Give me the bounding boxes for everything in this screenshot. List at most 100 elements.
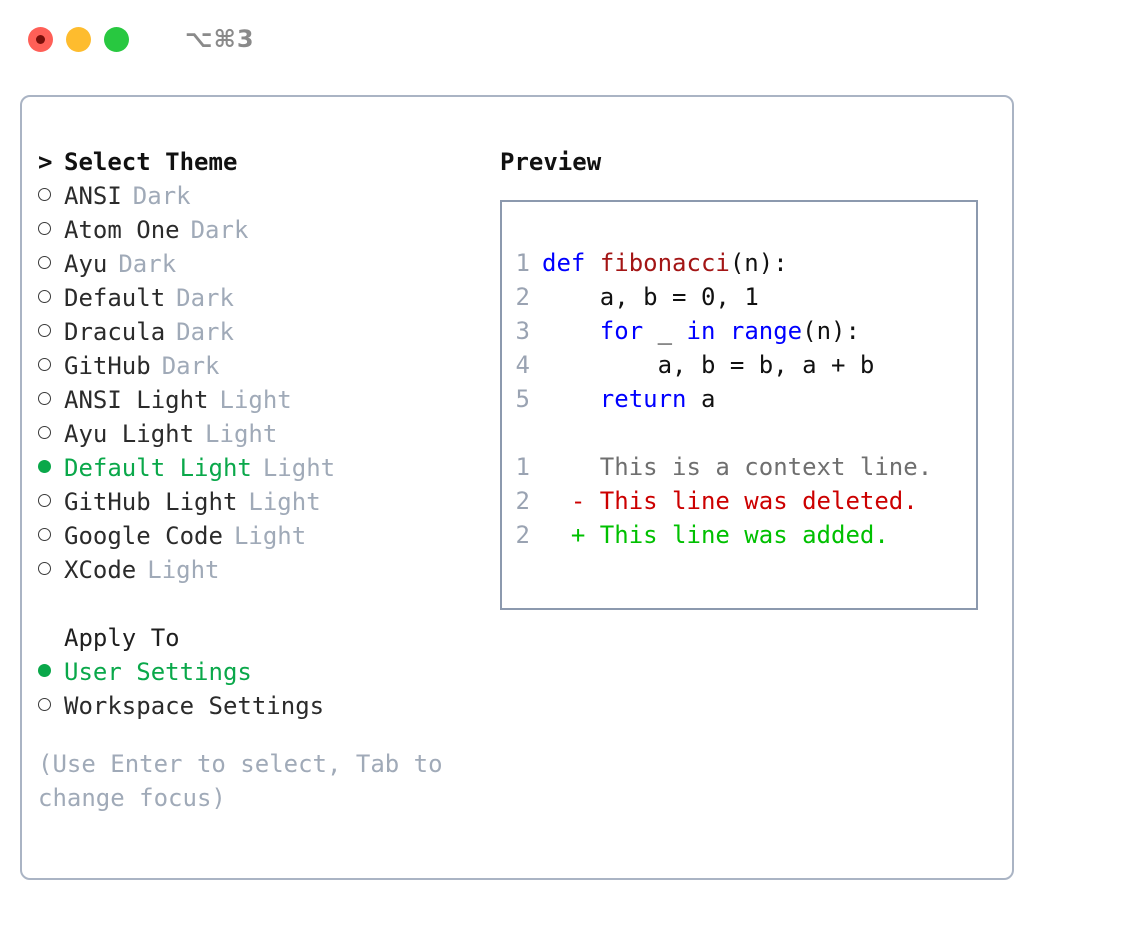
diff-line-text: This is a context line. bbox=[585, 453, 933, 481]
theme-option-category: Dark bbox=[176, 284, 234, 312]
theme-option-xcode[interactable]: XCode Light bbox=[38, 553, 508, 587]
close-button[interactable] bbox=[28, 26, 53, 52]
theme-option-label: XCode bbox=[64, 556, 137, 584]
keyboard-shortcut-label: ⌥⌘3 bbox=[185, 25, 255, 53]
radio-unselected-icon bbox=[38, 689, 64, 723]
theme-option-label: Ayu bbox=[64, 250, 108, 278]
line-number: 2 bbox=[515, 487, 530, 515]
theme-option-category: Dark bbox=[132, 182, 191, 210]
radio-unselected-icon bbox=[38, 383, 64, 417]
theme-option-google-code[interactable]: Google Code Light bbox=[38, 519, 508, 553]
diff-marker: + bbox=[542, 521, 586, 549]
code-token: range bbox=[729, 317, 803, 345]
apply-to-option-user-settings[interactable]: User Settings bbox=[38, 655, 508, 689]
traffic-light-group bbox=[28, 26, 129, 52]
radio-glyph bbox=[38, 255, 51, 269]
line-number: 1 bbox=[515, 453, 530, 481]
theme-option-label: ANSI Light bbox=[64, 386, 209, 414]
theme-option-label: Atom One bbox=[64, 216, 180, 244]
radio-selected-icon bbox=[38, 655, 64, 689]
diff-marker bbox=[542, 450, 585, 484]
radio-unselected-icon bbox=[38, 281, 64, 315]
code-token: a, b = b, a + b bbox=[542, 351, 875, 379]
code-token: a, b = bbox=[542, 283, 701, 311]
code-token: for bbox=[599, 317, 644, 345]
radio-glyph bbox=[38, 323, 51, 337]
code-line-text: for _ in range(n): bbox=[542, 314, 860, 348]
radio-glyph bbox=[38, 289, 51, 303]
theme-option-ayu[interactable]: Ayu Dark bbox=[38, 247, 508, 281]
radio-glyph bbox=[38, 663, 51, 677]
code-token: (n): bbox=[802, 317, 860, 345]
theme-option-category: Dark bbox=[118, 250, 177, 278]
theme-option-category: Light bbox=[219, 386, 292, 414]
theme-option-github-light[interactable]: GitHub Light Light bbox=[38, 485, 508, 519]
theme-option-category: Dark bbox=[190, 216, 249, 244]
code-token: a bbox=[686, 385, 716, 413]
radio-unselected-icon bbox=[38, 179, 64, 213]
radio-glyph bbox=[38, 697, 51, 711]
theme-option-label: Ayu Light bbox=[64, 420, 195, 448]
radio-glyph bbox=[38, 561, 51, 575]
title-bar: ⌥⌘3 bbox=[0, 0, 1140, 78]
line-number: 2 bbox=[515, 283, 530, 311]
theme-option-label: Google Code bbox=[64, 522, 223, 550]
radio-glyph bbox=[38, 425, 51, 439]
theme-option-category: Light bbox=[262, 454, 336, 482]
select-theme-heading: > Select Theme bbox=[38, 145, 508, 179]
diff-marker: - bbox=[542, 487, 586, 515]
maximize-button[interactable] bbox=[104, 26, 129, 52]
apply-to-option-workspace-settings[interactable]: Workspace Settings bbox=[38, 689, 508, 723]
theme-option-label: GitHub Light bbox=[64, 488, 238, 516]
theme-option-category: Light bbox=[205, 420, 278, 448]
code-token: in bbox=[686, 317, 716, 345]
radio-unselected-icon bbox=[38, 519, 64, 553]
theme-option-category: Light bbox=[248, 488, 321, 516]
diff-line: 2 - This line was deleted. bbox=[502, 484, 976, 518]
code-line-text: a, b = b, a + b bbox=[542, 348, 875, 382]
radio-glyph bbox=[38, 187, 51, 201]
apply-to-heading: Apply To bbox=[38, 621, 508, 655]
diff-line: 1 This is a context line. bbox=[502, 450, 976, 484]
keyboard-hint-text: (Use Enter to select, Tab to change focu… bbox=[38, 750, 443, 812]
radio-unselected-icon bbox=[38, 247, 64, 281]
code-token bbox=[542, 317, 600, 345]
diff-sample: 1 This is a context line.2 - This line w… bbox=[502, 450, 976, 552]
radio-glyph bbox=[38, 357, 51, 371]
prompt-caret-icon: > bbox=[38, 148, 53, 176]
code-line-text: def fibonacci(n): bbox=[542, 246, 788, 280]
spacer bbox=[502, 416, 976, 450]
theme-option-category: Dark bbox=[161, 352, 220, 380]
radio-glyph bbox=[38, 221, 51, 235]
radio-unselected-icon bbox=[38, 417, 64, 451]
theme-option-ansi-light[interactable]: ANSI Light Light bbox=[38, 383, 508, 417]
spacer bbox=[38, 587, 508, 621]
radio-glyph bbox=[38, 391, 51, 405]
theme-option-label: Default Light bbox=[64, 454, 252, 482]
diff-line-text: This line was added. bbox=[585, 521, 889, 549]
diff-line: 2 + This line was added. bbox=[502, 518, 976, 552]
minimize-button[interactable] bbox=[66, 26, 91, 52]
theme-option-category: Light bbox=[147, 556, 220, 584]
code-token: def bbox=[542, 249, 586, 277]
code-line: 5 return a bbox=[502, 382, 976, 416]
theme-option-ayu-light[interactable]: Ayu Light Light bbox=[38, 417, 508, 451]
apply-to-option-label: Workspace Settings bbox=[64, 692, 325, 720]
theme-option-category: Light bbox=[233, 522, 307, 550]
theme-option-atom-one[interactable]: Atom One Dark bbox=[38, 213, 508, 247]
line-number: 3 bbox=[515, 317, 530, 345]
theme-option-default-light[interactable]: Default Light Light bbox=[38, 451, 508, 485]
code-line-text: a, b = 0, 1 bbox=[542, 280, 759, 314]
code-line: 4 a, b = b, a + b bbox=[502, 348, 976, 382]
